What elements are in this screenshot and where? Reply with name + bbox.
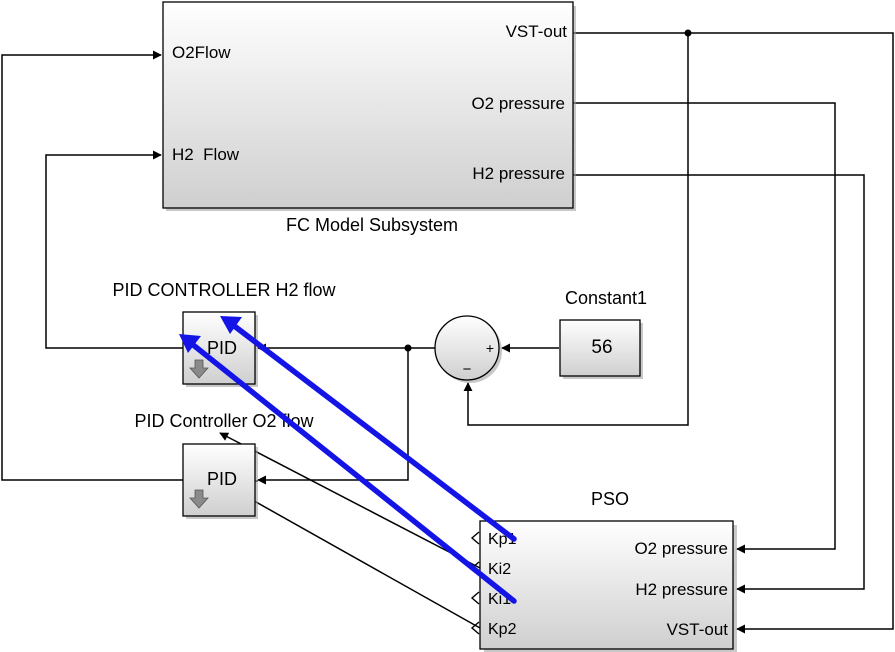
pso-block[interactable]: Kp1 Ki2 Ki1 Kp2 O2 pressure H2 pressure …: [470, 520, 737, 652]
fc-model-subsystem[interactable]: O2Flow H2 Flow VST-out O2 pressure H2 pr…: [162, 1, 576, 211]
pid-h2-title: PID CONTROLLER H2 flow: [112, 280, 336, 300]
pso-out-ki2-label: Ki2: [488, 561, 511, 578]
constant-title: Constant1: [565, 288, 647, 308]
sum-block[interactable]: + −: [434, 315, 502, 383]
wire-branch-to-pid-o2[interactable]: [257, 348, 409, 485]
wire-pid-h2-output[interactable]: [45, 150, 184, 349]
pso-in-o2-pressure-label: O2 pressure: [634, 539, 728, 558]
wire-h2-pressure[interactable]: [573, 174, 865, 594]
wire-vst-to-sum[interactable]: [463, 33, 689, 426]
constant-value: 56: [591, 337, 612, 358]
wire-pso-ki2[interactable]: [219, 432, 481, 569]
fc-in-o2flow-label: O2Flow: [172, 43, 231, 62]
constant-block[interactable]: 56: [559, 319, 643, 379]
pid-h2-label: PID: [207, 338, 237, 358]
fc-in-h2flow-label: H2 Flow: [172, 145, 240, 164]
down-arrow-icon: [189, 489, 209, 509]
pid-o2-label: PID: [207, 469, 237, 489]
junction-dot-sum-out: [404, 344, 412, 352]
wire-pid-o2-output[interactable]: [1, 50, 184, 481]
pso-title: PSO: [591, 489, 629, 509]
fc-out-o2-pressure-label: O2 pressure: [471, 94, 565, 113]
pid-controller-h2[interactable]: PID: [182, 311, 258, 387]
fc-model-title: FC Model Subsystem: [286, 215, 458, 235]
pid-o2-title: PID Controller O2 flow: [134, 411, 314, 431]
pso-out-kp2-label: Kp2: [488, 621, 517, 638]
pso-in-vst-label: VST-out: [667, 620, 729, 639]
sum-minus-sign: −: [463, 361, 472, 378]
fc-out-h2-pressure-label: H2 pressure: [472, 164, 565, 183]
pid-controller-o2[interactable]: PID: [182, 443, 258, 519]
junction-dot-vst: [684, 29, 692, 37]
fc-out-vst-label: VST-out: [506, 22, 568, 41]
blue-arrow-ki1-to-pid-h2: [189, 341, 517, 604]
blue-arrow-kp1-to-pid-h2: [230, 322, 517, 542]
wire-vst-to-pso[interactable]: [688, 32, 894, 634]
wire-o2-pressure[interactable]: [573, 102, 836, 554]
pso-in-h2-pressure-label: H2 pressure: [635, 580, 728, 599]
down-arrow-icon: [189, 359, 209, 379]
sum-plus-sign: +: [486, 340, 494, 356]
